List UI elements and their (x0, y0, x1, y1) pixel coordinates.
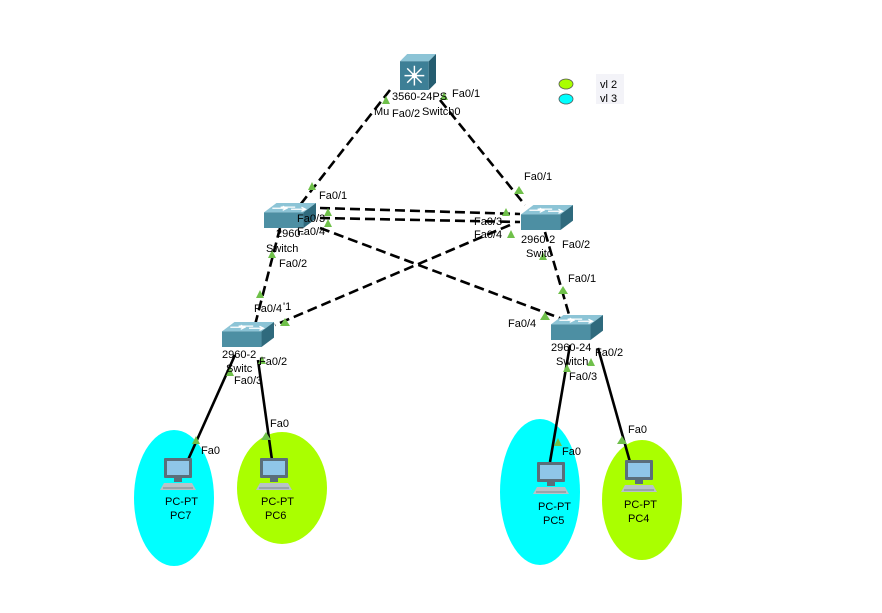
switch1-name-label: Switch (266, 243, 298, 255)
switch4-icon[interactable] (551, 315, 603, 340)
status-pc7-fa0 (192, 436, 200, 444)
link-s1-s4[interactable] (319, 226, 566, 322)
port-s1-fa02: Fa0/2 (279, 258, 307, 270)
switch2-model-label: 2960-2 (521, 234, 555, 246)
switch2-name-label: Switc (526, 248, 553, 260)
link-s1-s2-a[interactable] (319, 206, 521, 216)
pc4-model-label: PC-PT (624, 499, 657, 511)
legend-swatch-vl3 (558, 93, 574, 105)
switch3-icon[interactable] (222, 322, 274, 347)
status-pc4-fa0 (617, 436, 627, 444)
link-status-indicators (192, 92, 627, 446)
status-s4-fa03 (563, 364, 571, 372)
status-s1-fa04 (324, 219, 332, 227)
switch4-model-label: 2960-24 (551, 342, 591, 354)
status-core-fa02 (382, 96, 390, 104)
status-s3-fa04 (256, 290, 264, 298)
port-s4-fa02: Fa0/2 (595, 347, 623, 359)
status-s4-fa01 (558, 286, 568, 294)
port-s3-fa04: Fa0/4 (254, 303, 282, 315)
port-s1-fa01: Fa0/1 (319, 190, 347, 202)
port-s2-fa02: Fa0/2 (562, 239, 590, 251)
status-s3-fa03 (226, 368, 234, 376)
core-extra-label: Mu (374, 106, 389, 118)
switch2-icon[interactable] (521, 205, 573, 230)
legend-label-vl3: vl 3 (600, 93, 617, 105)
pc6-icon[interactable] (256, 458, 292, 490)
link-core-s1[interactable] (298, 89, 392, 206)
legend-swatch-vl2 (558, 78, 574, 90)
legend: vl 2 vl 3 (558, 74, 624, 105)
status-s1-fa01 (308, 182, 316, 190)
link-s2-s3[interactable] (274, 223, 511, 327)
status-s2-fa01 (514, 186, 524, 194)
status-s4-fa04 (540, 312, 550, 320)
switch3-name-label: Switc (226, 363, 253, 375)
port-s4-fa01: Fa0/1 (568, 273, 596, 285)
status-pc5-fa0 (554, 438, 562, 446)
link-s1-s2-b[interactable] (319, 216, 521, 224)
port-s4-fa04: Fa0/4 (508, 318, 536, 330)
status-s3-fa01 (280, 318, 290, 326)
port-s1-fa04: Fa0/4 (297, 226, 325, 238)
link-s4-pc5[interactable] (548, 344, 572, 463)
status-s2-fa02 (539, 252, 547, 260)
port-s2-fa03: Fa0/3 (474, 216, 502, 228)
legend-label-vl2: vl 2 (600, 79, 617, 91)
status-s2-fa03 (502, 208, 510, 216)
status-s2-fa04 (507, 230, 515, 238)
links (186, 89, 632, 463)
pc7-name-label: PC7 (170, 510, 191, 522)
pc5-icon[interactable] (533, 462, 569, 494)
status-s1-fa03 (324, 208, 332, 216)
port-s1-fa03: Fa0/3 (297, 213, 325, 225)
port-core-fa02: Fa0/2 (392, 108, 420, 120)
switch4-name-label: Switch (556, 356, 588, 368)
core-switch-icon[interactable] (400, 54, 436, 90)
status-s3-fa02 (258, 356, 266, 364)
switch1-model-label: 2960- (276, 228, 304, 240)
port-pc7-fa0: Fa0 (201, 445, 220, 457)
legend-background (596, 74, 624, 104)
port-core-fa01: Fa0/1 (452, 88, 480, 100)
vlan-zone-pc4 (602, 440, 682, 560)
link-s3-pc6[interactable] (256, 359, 274, 461)
pc7-icon[interactable] (160, 458, 196, 490)
pc7-model-label: PC-PT (165, 496, 198, 508)
pc4-icon[interactable] (621, 460, 657, 492)
status-pc6-fa0 (261, 432, 271, 440)
pc6-name-label: PC6 (265, 510, 286, 522)
link-s1-s3[interactable] (253, 227, 282, 326)
pc5-model-label: PC-PT (538, 501, 571, 513)
port-s2-fa04: Fa0/4 (474, 229, 502, 241)
status-s4-fa02 (587, 358, 595, 366)
port-pc6-fa0: Fa0 (270, 418, 289, 430)
pc6-model-label: PC-PT (261, 496, 294, 508)
port-s3-fa02: Fa0/2 (259, 356, 287, 368)
status-core-fa01 (440, 92, 448, 100)
port-pc5-fa0: Fa0 (562, 446, 581, 458)
port-s3-fa03: Fa0/3 (234, 375, 262, 387)
port-s3-fa01: '1 (283, 301, 291, 313)
core-model-label: 3560-24PS (392, 91, 447, 103)
status-s1-fa02 (268, 250, 276, 258)
core-name-label: Switch0 (422, 106, 461, 118)
link-s4-pc4[interactable] (596, 347, 632, 463)
port-s4-fa03: Fa0/3 (569, 371, 597, 383)
vlan-zone-pc7 (134, 430, 214, 566)
pc4-name-label: PC4 (628, 513, 649, 525)
port-s2-fa01: Fa0/1 (524, 171, 552, 183)
link-core-s2[interactable] (438, 99, 527, 206)
pc5-name-label: PC5 (543, 515, 564, 527)
switch3-model-label: 2960-2 (222, 349, 256, 361)
port-pc4-fa0: Fa0 (628, 424, 647, 436)
